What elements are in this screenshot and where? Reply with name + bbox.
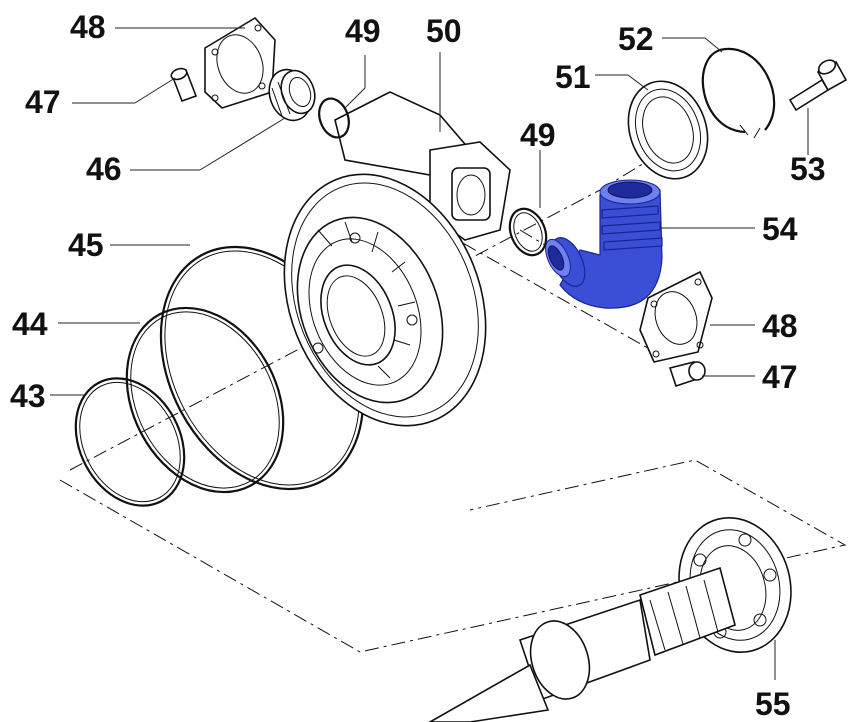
callout-51: 51 [555,59,591,95]
o-ring-49-top [318,97,350,139]
callout-52: 52 [618,21,654,57]
seal-51 [627,80,709,180]
elbow-54 [545,179,663,309]
callout-46: 46 [86,151,122,187]
flange-48-top [204,16,276,109]
callout-49-top: 49 [345,13,381,49]
callout-53: 53 [790,151,826,187]
shaft-assembly-frame [59,459,847,653]
callout-49-right: 49 [520,117,556,153]
o-ring-49-right [508,207,548,257]
callout-48-top: 48 [70,9,106,45]
bolt-47-bottom [668,361,706,388]
shaft-bearing-55 [428,516,792,722]
fitting-46 [268,68,316,122]
callout-55: 55 [755,686,791,722]
callout-47-bottom: 47 [762,359,798,395]
o-ring-44 [125,306,285,494]
callout-54: 54 [762,211,798,247]
callout-48-bottom: 48 [762,308,798,344]
callout-50: 50 [426,13,462,49]
callout-44: 44 [12,306,48,342]
callouts: 48 47 46 49 50 51 52 53 49 54 45 44 43 4… [10,9,826,722]
callout-43: 43 [10,378,46,414]
bolt-47-top [170,67,198,103]
callout-45: 45 [68,227,104,263]
circlip-52 [701,47,776,139]
o-ring-43 [74,377,186,507]
callout-47-top: 47 [25,84,61,120]
pump-housing-50 [283,91,511,427]
leader-lines [50,27,809,680]
bolt-53 [788,59,848,112]
flange-48-bottom [639,270,713,363]
